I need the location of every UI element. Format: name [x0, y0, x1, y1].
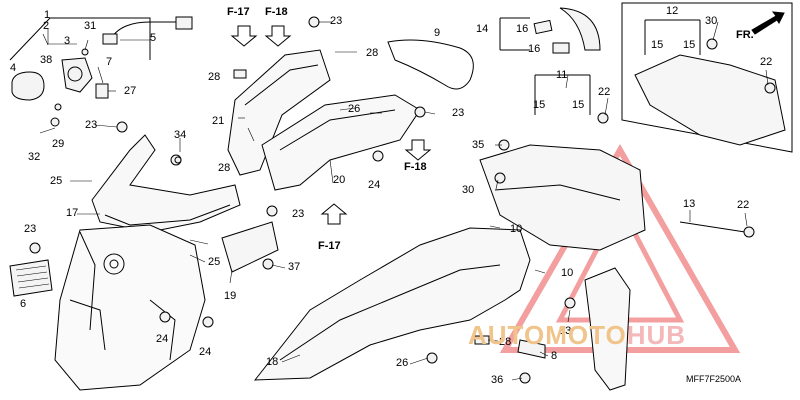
callout-22a: 22 — [598, 86, 611, 98]
callout-34: 34 — [174, 129, 187, 141]
inset-frame-right — [621, 2, 793, 153]
callout-24b: 24 — [199, 346, 212, 358]
bracket-15-top — [644, 19, 701, 55]
callout-17: 17 — [66, 207, 79, 219]
callout-20: 20 — [333, 174, 346, 186]
ref-f18-mid: F-18 — [404, 161, 427, 173]
callout-14: 14 — [476, 23, 489, 35]
inset-frame-left — [9, 17, 151, 61]
watermark-part1: AUTOMOTO — [468, 320, 627, 350]
callout-18: 18 — [266, 356, 279, 368]
ref-f18-top: F-18 — [265, 6, 288, 18]
part-3 — [61, 57, 93, 93]
callout-28b: 28 — [208, 71, 221, 83]
callout-16b: 16 — [528, 43, 541, 55]
callout-27: 27 — [124, 85, 137, 97]
part-16-a — [533, 19, 553, 35]
callout-23e: 23 — [452, 107, 465, 119]
callout-10: 10 — [510, 223, 523, 235]
callout-15b: 15 — [683, 39, 696, 51]
callout-12: 12 — [666, 5, 679, 17]
callout-1: 1 — [44, 9, 51, 21]
callout-28d: 28 — [499, 336, 512, 348]
callout-23b: 23 — [85, 119, 98, 131]
callout-30a: 30 — [705, 15, 718, 27]
callout-10b: 10 — [561, 267, 574, 279]
part-13 — [679, 221, 746, 233]
callout-4: 4 — [10, 62, 17, 74]
leader-lines — [39, 21, 769, 381]
callout-21: 21 — [212, 115, 225, 127]
part-7-panel — [584, 267, 631, 391]
callout-24c: 24 — [368, 179, 381, 191]
part-19 — [221, 221, 279, 273]
callout-37: 37 — [288, 261, 301, 273]
bolts — [29, 16, 776, 384]
callout-13: 13 — [683, 198, 696, 210]
callout-3: 3 — [64, 35, 71, 47]
callout-36: 36 — [491, 374, 504, 386]
callout-16a: 16 — [516, 23, 529, 35]
part-21 — [227, 49, 331, 176]
callout-26a: 26 — [348, 103, 361, 115]
part-6 — [9, 259, 53, 297]
callout-33: 33 — [559, 325, 572, 337]
callout-15d: 15 — [572, 99, 585, 111]
callout-28a: 28 — [366, 47, 379, 59]
ref-f17-top: F-17 — [227, 6, 250, 18]
callout-5: 5 — [150, 32, 157, 44]
callout-15c: 15 — [533, 99, 546, 111]
callout-15a: 15 — [651, 39, 664, 51]
part-16-flap — [559, 7, 601, 51]
part-12 — [634, 54, 786, 146]
callout-38: 38 — [40, 54, 53, 66]
ref-f17-mid: F-17 — [318, 240, 341, 252]
callout-22c: 22 — [737, 199, 750, 211]
direction-label: FR. — [736, 29, 754, 41]
part-8 — [517, 339, 546, 359]
watermark-part2: HUB — [626, 320, 687, 350]
callout-19: 19 — [224, 290, 237, 302]
callout-24a: 24 — [156, 333, 169, 345]
bracket-15-mid — [534, 74, 591, 115]
part-4 — [11, 71, 45, 101]
callout-23a: 23 — [330, 15, 343, 27]
callout-8: 8 — [551, 350, 558, 362]
part-17 — [91, 134, 241, 233]
callout-9: 9 — [434, 27, 441, 39]
callout-35: 35 — [472, 139, 485, 151]
ref-arrows — [230, 11, 785, 225]
callout-32: 32 — [28, 151, 41, 163]
callout-7: 7 — [106, 56, 113, 68]
callout-23c: 23 — [24, 223, 37, 235]
callout-29: 29 — [52, 138, 65, 150]
lower-fender — [54, 224, 206, 391]
callout-22b: 22 — [760, 56, 773, 68]
callout-30b: 30 — [462, 184, 475, 196]
callout-28c: 28 — [218, 162, 231, 174]
callout-23d: 23 — [292, 208, 305, 220]
bracket-14 — [499, 17, 530, 51]
part-code: MFF7F2500A — [686, 374, 742, 384]
callout-25a: 25 — [50, 175, 63, 187]
part-11 — [479, 144, 646, 251]
part-9 — [387, 39, 474, 90]
part-16-b — [552, 42, 570, 54]
callout-25b: 25 — [208, 256, 221, 268]
callout-11: 11 — [556, 69, 568, 81]
part-18 — [253, 227, 531, 381]
callout-2: 2 — [43, 20, 50, 32]
callout-31: 31 — [84, 20, 97, 32]
callout-26b: 26 — [396, 357, 409, 369]
part-5 — [109, 21, 180, 41]
part-20 — [261, 94, 421, 191]
watermark-logo: AUTOMOTOHUB — [468, 322, 686, 348]
callout-6: 6 — [20, 298, 27, 310]
